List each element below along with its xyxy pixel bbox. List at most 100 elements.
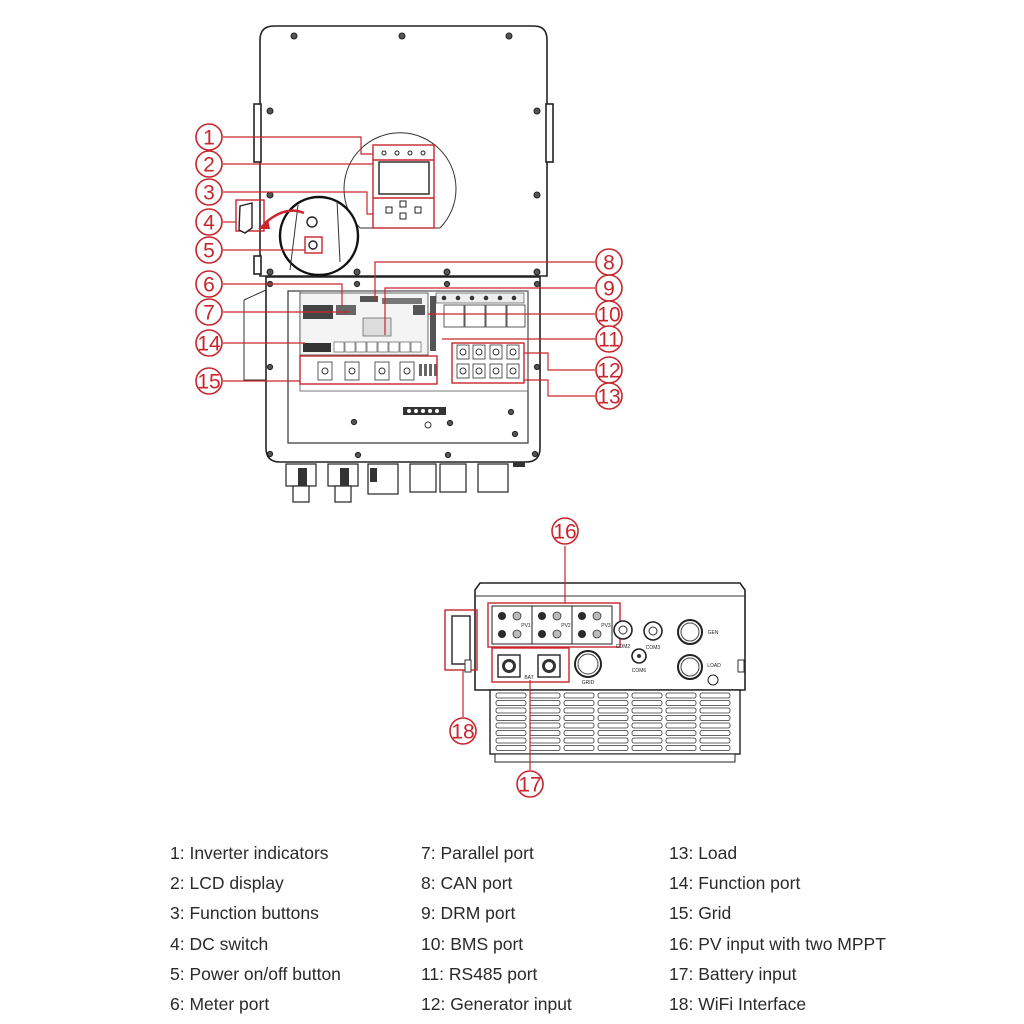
heatsink-fin	[495, 707, 527, 714]
callout-badge-18: 18	[449, 717, 477, 745]
legend-item: 8: CAN port	[421, 873, 513, 894]
heatsink-fin	[699, 730, 731, 736]
callout-badge-5: 5	[195, 236, 223, 264]
inverter-front-view	[235, 25, 554, 503]
callout-badge-17: 17	[516, 770, 544, 798]
callout-circle	[195, 208, 223, 236]
heatsink-fin	[563, 730, 595, 736]
pv1-label: PV1	[521, 623, 531, 629]
heatsink-fin	[563, 707, 595, 714]
heatsink-fin	[631, 745, 663, 751]
heatsink-fin	[665, 692, 697, 699]
legend-item: 10: BMS port	[421, 933, 524, 954]
heatsink-fin	[529, 692, 561, 699]
ground-icon	[424, 421, 432, 429]
heatsink-fin	[597, 722, 629, 729]
legend-item: 12: Generator input	[421, 993, 572, 1014]
legend-column-3: 13: Load 14: Function port 15: Grid 16: …	[669, 838, 886, 1019]
callout-number: 13	[597, 386, 620, 409]
callout-number: 9	[603, 278, 615, 301]
callout-circle	[195, 270, 223, 298]
function-buttons	[385, 200, 422, 220]
callout-badge-9: 9	[595, 274, 623, 302]
callout-number: 17	[518, 774, 541, 797]
callout-badge-4: 4	[195, 208, 223, 236]
heatsink-fin	[529, 715, 561, 721]
dc-switch-detail	[258, 195, 360, 277]
wifi-interface-highlight	[444, 609, 478, 671]
lcd-screen	[378, 161, 430, 195]
heatsink-fin	[665, 730, 697, 736]
heatsink-fin	[495, 730, 527, 736]
callout-number: 12	[597, 360, 620, 383]
com2-label: COM2	[616, 644, 631, 650]
heatsink-fins	[489, 689, 741, 763]
legend-item: 11: RS485 port	[421, 963, 538, 984]
heatsink-fin	[563, 692, 595, 699]
legend-item: 3: Function buttons	[170, 903, 319, 924]
callout-badge-15: 15	[195, 367, 223, 395]
callout-number: 1	[203, 127, 215, 150]
callout-circle	[195, 329, 223, 357]
heatsink-fin	[631, 700, 663, 706]
heatsink-fin	[529, 700, 561, 706]
callout-badge-12: 12	[595, 356, 623, 384]
callout-badge-7: 7	[195, 298, 223, 326]
side-bracket	[243, 289, 267, 381]
heatsink-fin	[529, 745, 561, 751]
callout-circle	[195, 236, 223, 264]
pv2-label: PV2	[561, 623, 571, 629]
heatsink-fin	[563, 715, 595, 721]
heatsink-fin	[631, 692, 663, 699]
com6-label: COM6	[632, 668, 647, 674]
callout-badge-8: 8	[595, 248, 623, 276]
legend-item: 5: Power on/off button	[170, 963, 341, 984]
callout-number: 11	[598, 329, 620, 352]
heatsink-fin	[665, 737, 697, 744]
inverter-diagram: PV1 PV2 PV3 COM2 COM3 COM6 GEN LOAD	[195, 25, 746, 798]
grid-label: GRID	[582, 680, 595, 686]
heatsink-fin	[597, 700, 629, 706]
heatsink-fin	[665, 707, 697, 714]
inverter-indicator-leds	[381, 150, 426, 156]
heatsink-fin	[665, 700, 697, 706]
callout-number: 18	[451, 721, 474, 744]
ac-terminal-blocks	[435, 292, 526, 379]
gen-label: GEN	[708, 630, 719, 636]
callout-number: 14	[197, 333, 221, 356]
legend-item: 18: WiFi Interface	[669, 993, 807, 1014]
bottom-connectors	[285, 462, 525, 503]
callout-badge-3: 3	[195, 178, 223, 206]
legend-item: 2: LCD display	[170, 873, 284, 894]
callout-number: 4	[203, 212, 215, 235]
pv-connectors: PV1 PV2 PV3	[491, 605, 613, 645]
callout-badge-10: 10	[595, 300, 623, 328]
heatsink-fin	[495, 692, 527, 699]
callout-number: 8	[603, 252, 615, 275]
heatsink-fin	[631, 715, 663, 721]
legend-item: 9: DRM port	[421, 903, 516, 924]
cable-glands: GEN LOAD GRID	[574, 619, 721, 686]
legend: 1: Inverter indicators 2: LCD display 3:…	[170, 838, 930, 1018]
pcb-board	[299, 292, 436, 356]
gen-load-highlight	[451, 342, 525, 384]
heatsink-fin	[699, 707, 731, 714]
dc-switch-knob	[306, 216, 318, 228]
legend-item: 1: Inverter indicators	[170, 843, 329, 863]
heatsink-fin	[665, 745, 697, 751]
callout-number: 16	[553, 521, 576, 544]
heatsink-fin	[631, 722, 663, 729]
callout-number: 3	[203, 182, 215, 205]
heatsink-fin	[631, 737, 663, 744]
heatsink-fin	[699, 745, 731, 751]
grid-terminal-block	[317, 361, 437, 381]
callout-badge-1: 1	[195, 123, 223, 151]
heatsink-fin	[495, 715, 527, 721]
heatsink-fin	[597, 730, 629, 736]
chassis-screws	[266, 280, 541, 459]
heatsink-fin	[529, 722, 561, 729]
callout-circle	[516, 770, 544, 798]
callout-circle	[195, 123, 223, 151]
heatsink-fin	[563, 737, 595, 744]
